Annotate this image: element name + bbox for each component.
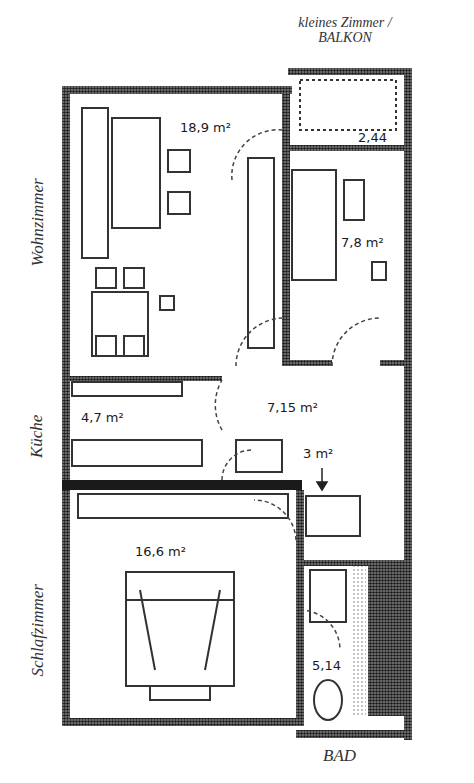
room-name: Küche: [28, 415, 47, 458]
room-name: Schlafzimmer: [29, 584, 48, 677]
furniture: [72, 80, 396, 720]
area-label: 5,14: [310, 659, 343, 673]
leader-arrow: [317, 468, 327, 490]
area-label: 3 m²: [301, 447, 335, 461]
doors: [215, 130, 380, 650]
handwritten-note: kleines Zimmer / BALKON: [290, 15, 400, 46]
area-label: 7,8 m²: [339, 236, 386, 250]
room-name: Wohnzimmer: [29, 178, 48, 266]
walls: [62, 68, 412, 740]
room-name: BAD: [323, 747, 356, 766]
area-label: 7,15 m²: [265, 401, 320, 415]
area-label: 16,6 m²: [133, 545, 188, 559]
area-label: 18,9 m²: [178, 121, 233, 135]
area-label: 4,7 m²: [79, 411, 126, 425]
area-label: 2,44: [356, 131, 389, 145]
